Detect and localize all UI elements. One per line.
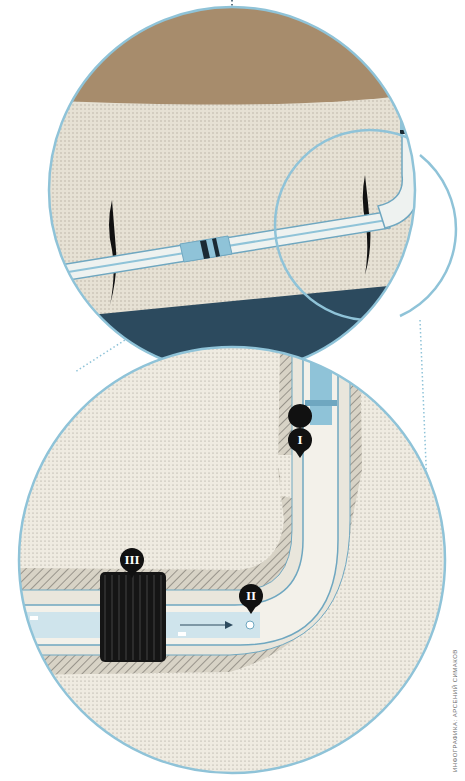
callout-number: I <box>298 433 303 447</box>
callout-marker <box>288 404 312 458</box>
callout-number: II <box>246 589 256 603</box>
callout-number: III <box>125 553 140 567</box>
credit-text: ИНФОГРАФИКА: АРСЕНИЙ СИМАКОВ <box>452 649 458 772</box>
